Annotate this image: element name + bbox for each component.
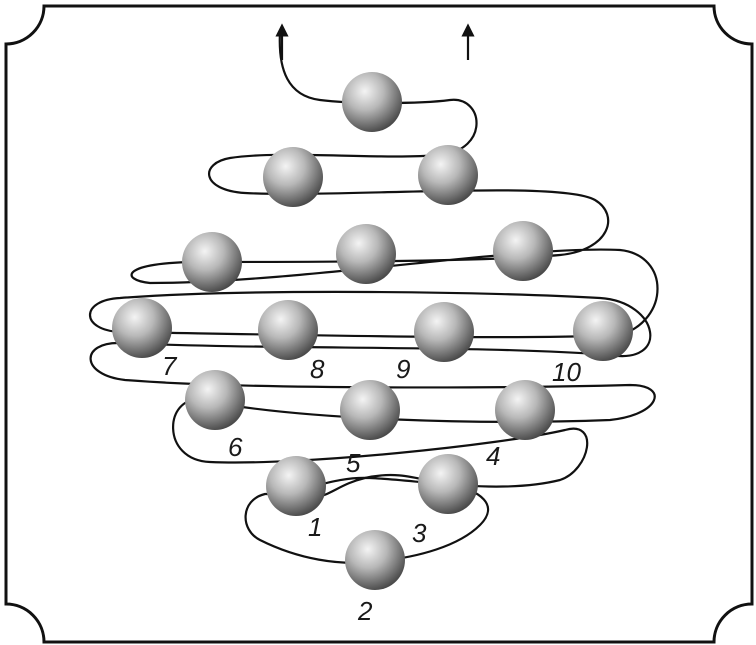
label-2: 2	[357, 596, 373, 626]
sphere-9	[414, 302, 474, 362]
path-curve	[89, 31, 659, 564]
label-7: 7	[162, 351, 178, 381]
sphere-12	[336, 224, 396, 284]
sphere-2	[345, 530, 405, 590]
label-8: 8	[310, 354, 325, 384]
sphere-8	[258, 300, 318, 360]
sphere-16	[342, 72, 402, 132]
sphere-14	[263, 147, 323, 207]
label-6: 6	[228, 432, 243, 462]
sphere-7	[112, 298, 172, 358]
sphere-11	[182, 232, 242, 292]
sphere-15	[418, 145, 478, 205]
label-10: 10	[552, 357, 581, 387]
label-3: 3	[412, 518, 427, 548]
sphere-labels: 1 2 3 4 5 6 7 8 9 10	[162, 351, 581, 626]
sphere-5	[340, 380, 400, 440]
sphere-10	[573, 301, 633, 361]
sphere-3	[418, 454, 478, 514]
label-5: 5	[346, 448, 361, 478]
label-9: 9	[396, 354, 410, 384]
frame-border	[4, 4, 754, 644]
sphere-6	[185, 370, 245, 430]
label-1: 1	[308, 512, 322, 542]
sphere-1	[266, 456, 326, 516]
label-4: 4	[486, 441, 500, 471]
sphere-13	[493, 221, 553, 281]
sphere-4	[495, 380, 555, 440]
spheres-group	[112, 72, 633, 590]
